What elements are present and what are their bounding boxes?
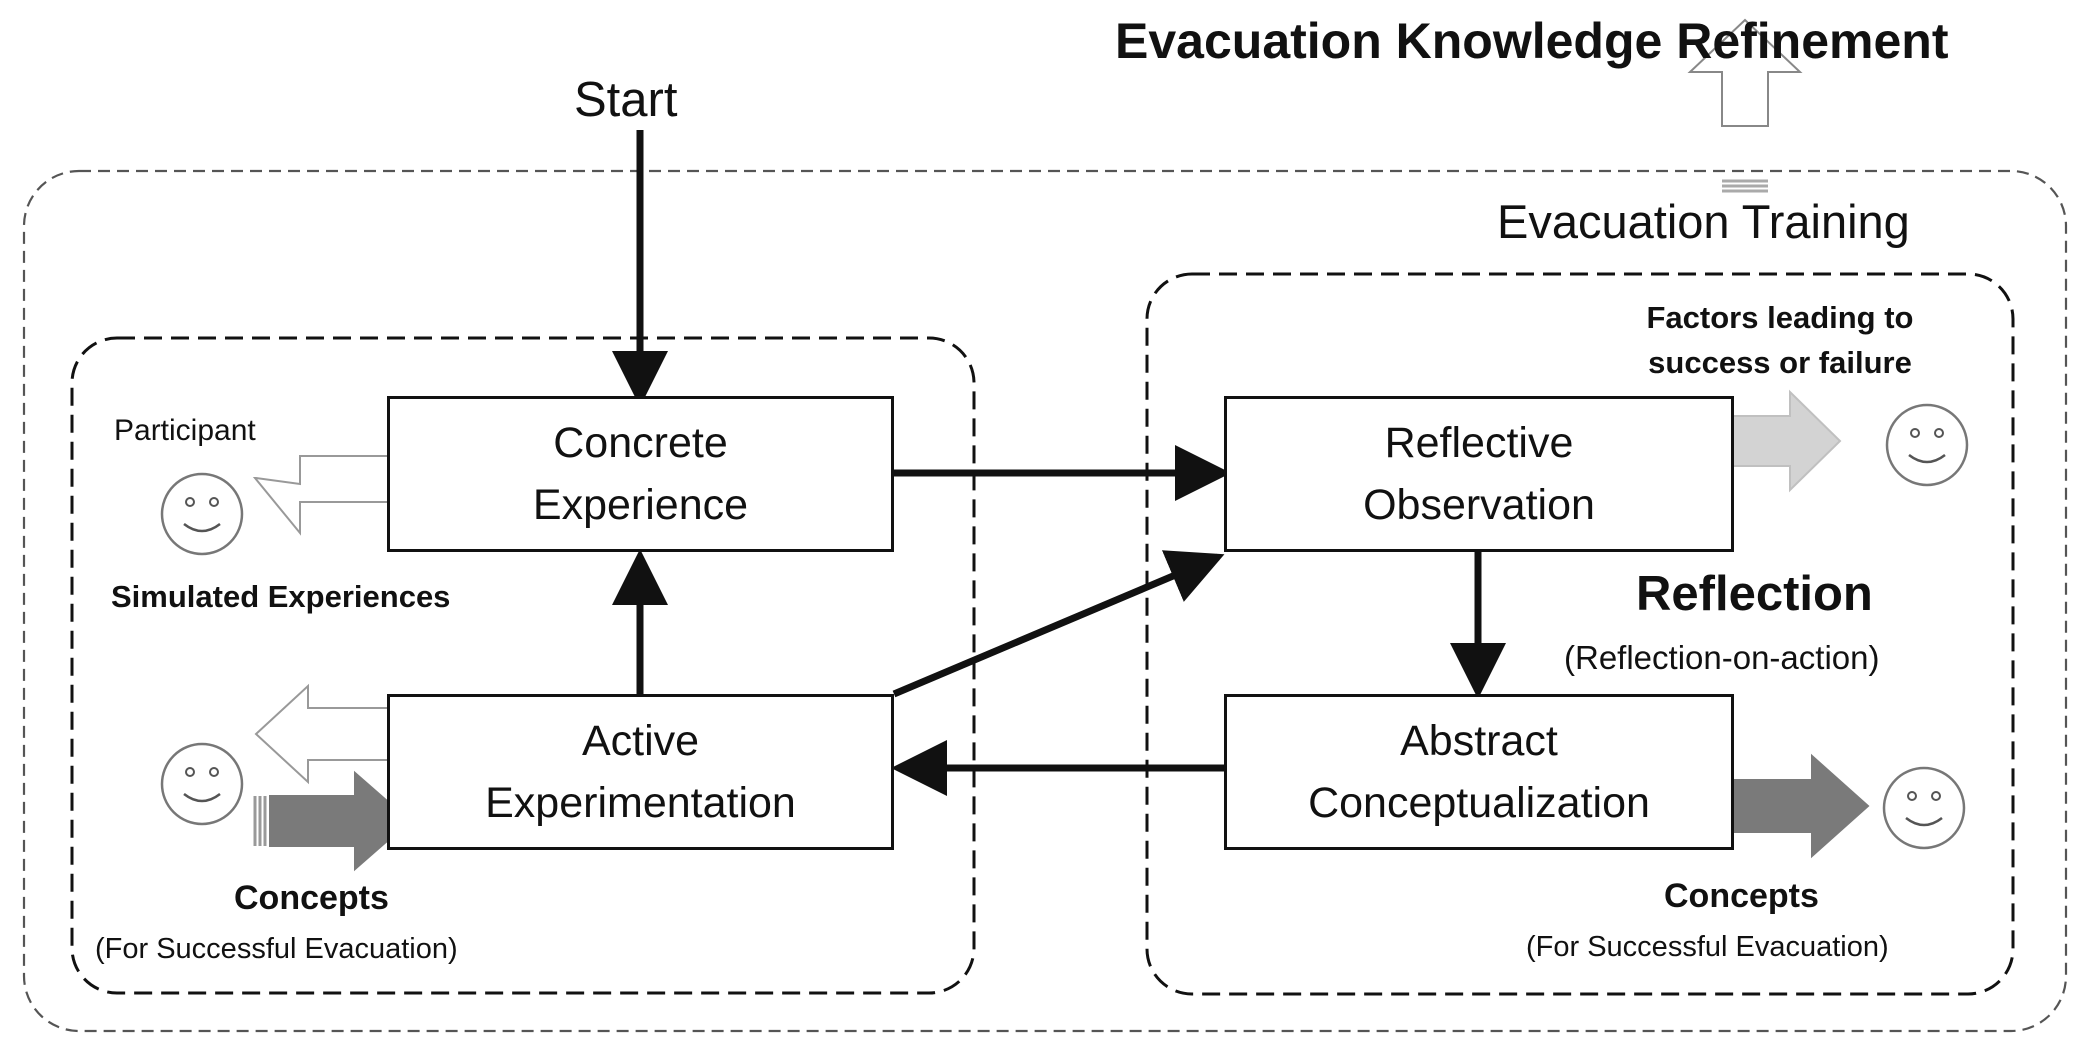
factors-label-line: Factors leading to [1646,300,1914,335]
right-concepts-label: Concepts [1664,877,1819,915]
training-label: Evacuation Training [1497,195,1910,248]
stage-label-line: Reflective [1384,418,1574,467]
left-concepts-arrow [253,770,412,872]
stage-active-experimentation: Active Experimentation [387,694,894,850]
factors-label: Factors leading to success or failure [1580,296,1980,386]
left-concepts-label: Concepts [234,879,389,917]
training-frame [22,169,2068,1033]
left-lower-hollow-arrow [254,683,409,785]
left-concepts-sublabel: (For Successful Evacuation) [95,933,458,965]
reflection-sublabel: (Reflection-on-action) [1564,639,1880,676]
refinement-up-arrow [1687,18,1803,193]
simulated-experiences-label: Simulated Experiences [111,579,451,614]
stage-label-line: Active [581,716,700,765]
right-panel-frame [1145,272,2015,996]
stage-label-line: Experience [532,481,749,529]
right-concepts-sublabel: (For Successful Evacuation) [1526,931,1889,963]
reflection-label: Reflection [1636,567,1873,621]
stage-concrete-experience: Concrete Experience [387,396,894,552]
left-panel-frame [70,336,976,995]
stage-label-line: Experimentation [485,779,796,827]
participant-face-icon [160,472,244,556]
start-label: Start [574,73,678,127]
diagram-title: Evacuation Knowledge Refinement [1115,13,1949,69]
reflector-face-icon [1885,403,1969,487]
participant-label: Participant [114,414,256,447]
learner-face-icon [160,742,244,826]
stage-label-line: Concrete [553,418,728,467]
arrow-active-to-reflective [892,550,1225,698]
right-concepts-arrow [1710,753,1870,859]
stage-label-line: Abstract [1400,716,1558,765]
stage-abstract-conceptualization: Abstract Conceptualization [1224,694,1734,850]
stage-label-line: Conceptualization [1308,779,1650,827]
concept-face-icon [1882,766,1966,850]
simulated-experiences-arrow [252,455,408,538]
factors-label-line: success or failure [1648,344,1912,380]
stage-reflective-observation: Reflective Observation [1224,396,1734,552]
stage-label-line: Observation [1363,481,1595,529]
